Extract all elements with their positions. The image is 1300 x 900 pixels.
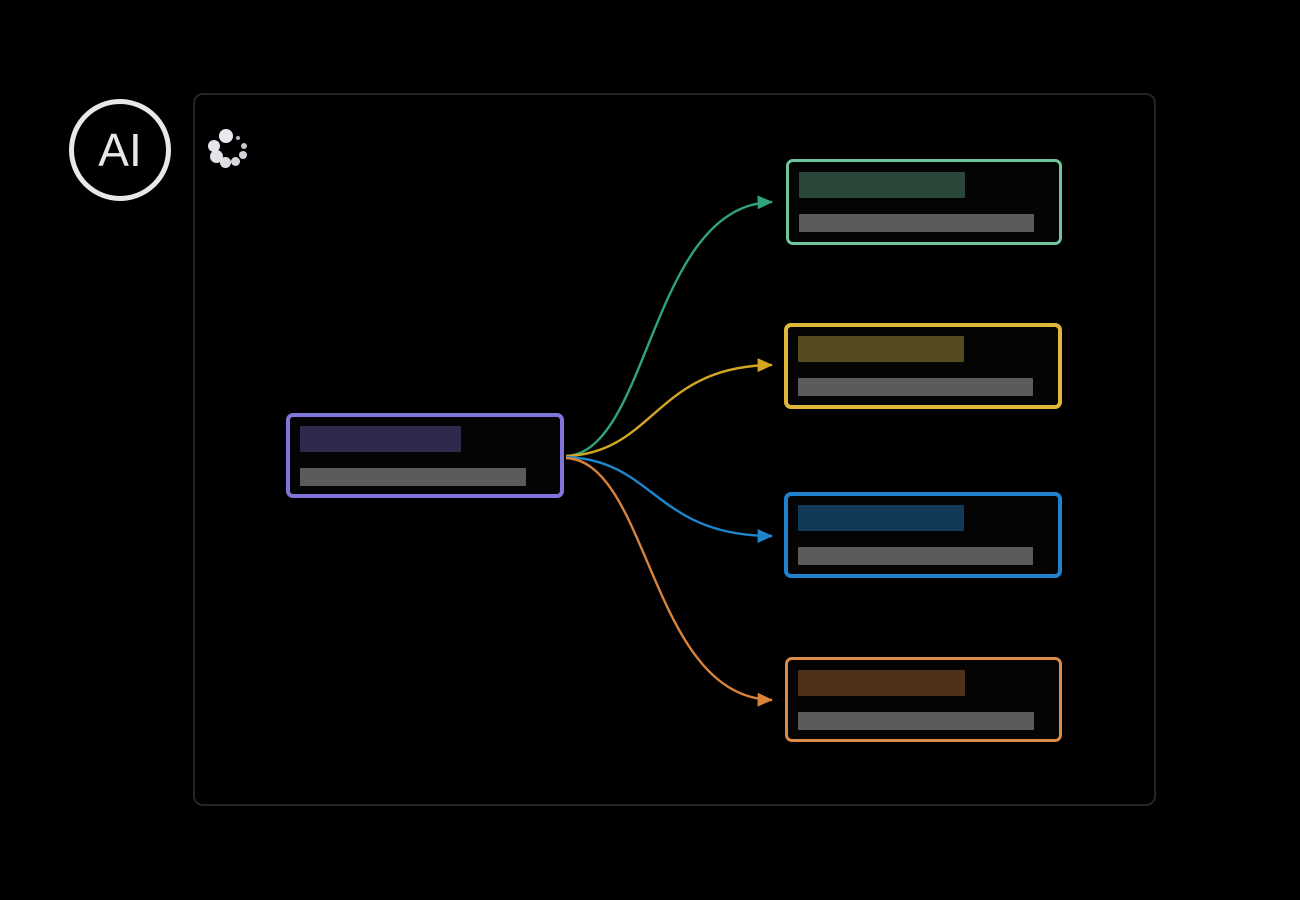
node-content — [788, 336, 1058, 396]
spinner-dot-4 — [230, 157, 240, 166]
spinner-dot-0 — [219, 128, 233, 143]
flow-node-orange[interactable] — [785, 657, 1062, 742]
spinner-dot-7 — [208, 139, 220, 152]
ai-logo-label: AI — [98, 124, 142, 176]
spinner-dots-icon — [208, 128, 258, 176]
spinner-dot-2 — [240, 142, 247, 149]
spinner-dot-5 — [219, 157, 231, 168]
flow-canvas-panel[interactable] — [193, 93, 1156, 806]
spinner-dot-6 — [210, 149, 223, 163]
node-body-placeholder — [798, 547, 1033, 565]
node-content — [290, 425, 560, 486]
node-body-placeholder — [798, 378, 1033, 396]
node-title-placeholder — [798, 336, 965, 362]
node-title-placeholder — [799, 172, 966, 198]
node-body-placeholder — [300, 467, 527, 486]
flow-node-blue[interactable] — [784, 492, 1062, 578]
node-title-placeholder — [798, 505, 965, 531]
ai-logo-badge: AI — [69, 99, 171, 201]
node-content — [788, 505, 1058, 565]
node-title-placeholder — [798, 669, 965, 696]
node-body-placeholder — [798, 711, 1034, 730]
spinner-dot-1 — [235, 136, 240, 140]
flow-node-green[interactable] — [786, 159, 1062, 245]
spinner-dot-3 — [238, 151, 247, 159]
node-title-placeholder — [300, 425, 462, 452]
node-content — [789, 172, 1059, 232]
flow-node-yellow[interactable] — [784, 323, 1062, 409]
node-content — [788, 669, 1059, 730]
flow-node-root[interactable] — [286, 413, 564, 498]
node-body-placeholder — [799, 214, 1034, 232]
